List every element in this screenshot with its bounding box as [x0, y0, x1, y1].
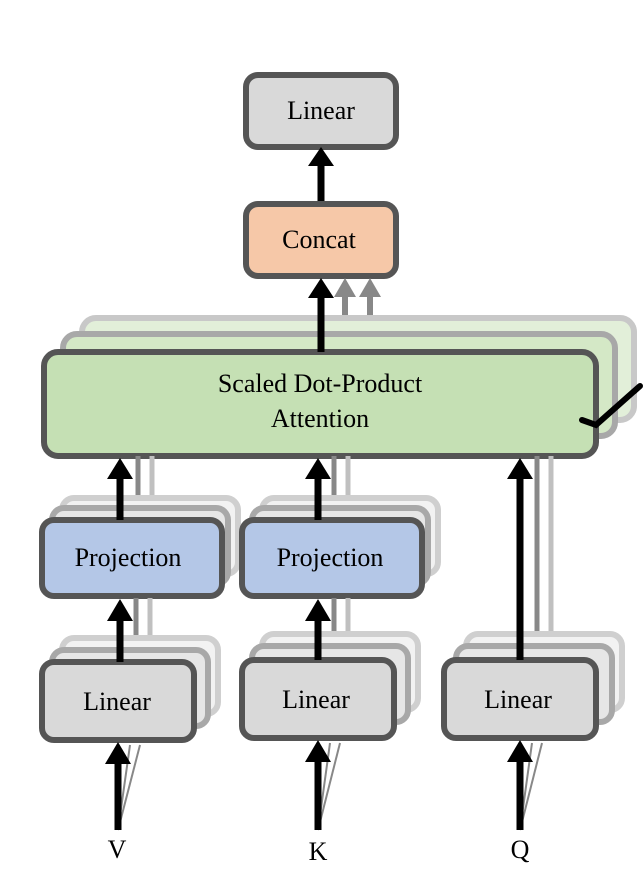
linear-v-label: Linear [83, 687, 151, 716]
linear-q-label: Linear [484, 685, 552, 714]
top-linear-label: Linear [287, 96, 355, 125]
arrowhead-concat-to-linear [308, 147, 334, 166]
attention-label-line1: Scaled Dot-Product [218, 369, 423, 398]
top-linear-block: Linear [243, 72, 399, 150]
arrowhead-lineark [305, 599, 331, 621]
concat-label: Concat [282, 225, 356, 254]
arrowhead-proj2 [305, 458, 331, 479]
projection-block-2: Projection [239, 517, 425, 599]
input-q-label: Q [511, 835, 530, 864]
projection-block-1: Projection [39, 517, 225, 599]
arrowhead-head-3 [359, 278, 381, 297]
projection-1-label: Projection [75, 543, 182, 572]
arrowhead-linearv [107, 599, 133, 621]
concat-block: Concat [243, 201, 399, 279]
arrowhead-k-input [305, 740, 331, 762]
k-fan-line-a [317, 742, 341, 831]
attention-label-line2: Attention [271, 404, 369, 433]
heads-slash-mark [579, 383, 643, 429]
arrowhead-attention-to-concat [308, 278, 334, 298]
attention-block: Scaled Dot-Product Attention [41, 349, 599, 459]
arrowhead-head-2 [334, 278, 356, 297]
arrowhead-v-input [105, 742, 131, 764]
arrowhead-q-input [507, 740, 533, 762]
input-k-label: K [309, 837, 328, 866]
linear-block-k: Linear [239, 657, 397, 741]
v-fan-line-a [117, 744, 141, 831]
projection-2-label: Projection [277, 543, 384, 572]
linear-k-label: Linear [282, 685, 350, 714]
linear-block-v: Linear [39, 659, 197, 743]
q-fan-line-a [519, 742, 543, 831]
arrowhead-linearq [507, 458, 533, 479]
arrowhead-proj1 [107, 458, 133, 479]
linear-block-q: Linear [441, 657, 599, 741]
input-v-label: V [108, 835, 127, 864]
